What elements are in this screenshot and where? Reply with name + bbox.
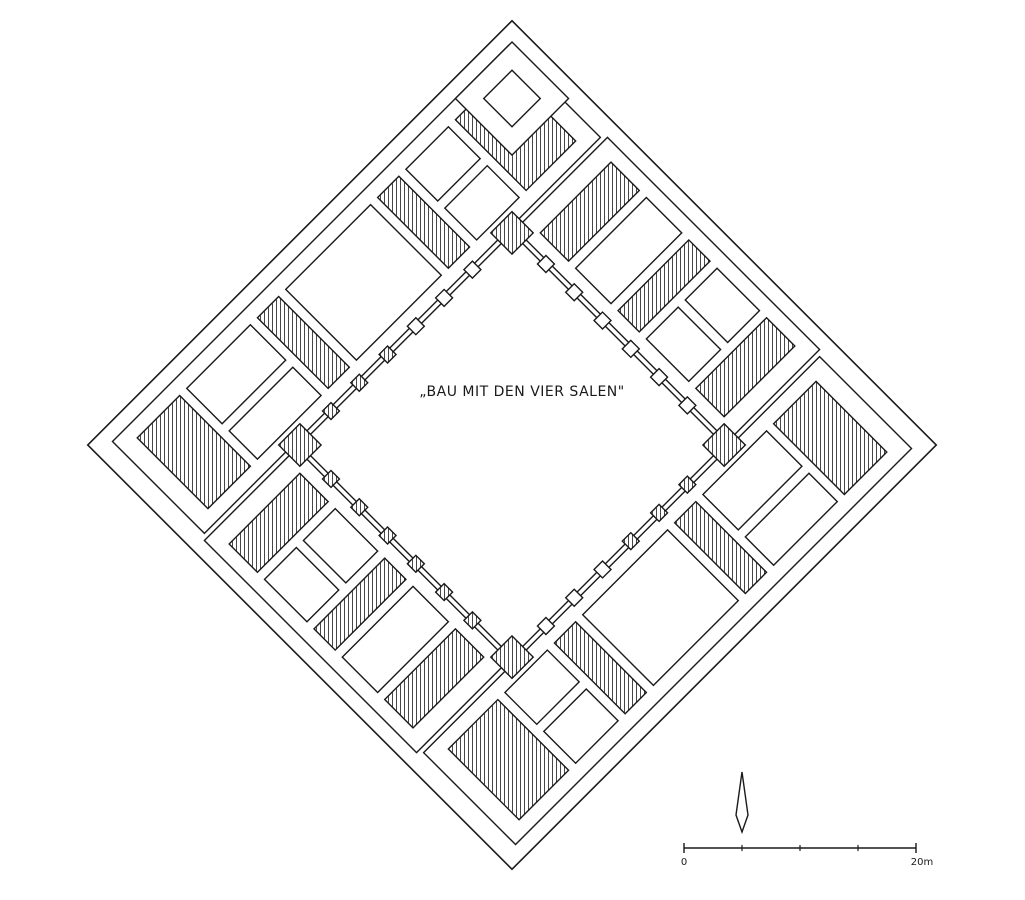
plan-title: „BAU MIT DEN VIER SALEN" [419,384,624,400]
central-courtyard [298,231,726,659]
scale-bar: 0 20m [681,843,933,868]
east-wing [514,136,821,443]
corner-towers [277,210,747,680]
building-complex [86,19,938,871]
north-arrow-icon [735,771,749,835]
west-wing [203,447,510,754]
north-corner-room [454,40,570,157]
scale-end-label: 20m [911,857,933,868]
scale-start-label: 0 [681,857,687,868]
colonnade-piers [321,254,697,636]
south-wing [422,355,913,846]
